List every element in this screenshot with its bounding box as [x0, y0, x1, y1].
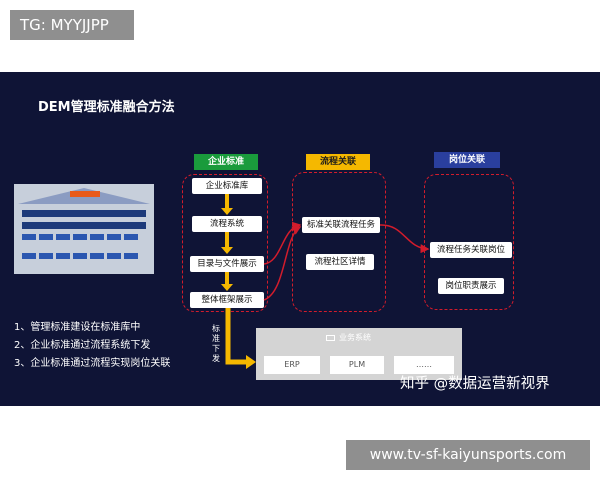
standard-process-task-box: 标准关联流程任务 — [302, 217, 380, 233]
standard-issue-label: 标准下发 — [210, 324, 222, 364]
issue-arrow-head — [246, 355, 256, 369]
top-watermark-tag: TG: MYYJJPP — [10, 10, 134, 40]
list-item: 3、企业标准通过流程实现岗位关联 — [14, 358, 171, 369]
architecture-thumbnail — [14, 184, 154, 274]
vertical-label-char: 准 — [212, 334, 220, 343]
thumbnail-cell — [39, 252, 53, 259]
thumbnail-cell — [107, 252, 121, 259]
framework-display-box: 整体框架展示 — [190, 292, 264, 308]
zhihu-watermark: 知乎 @数据运营新视界 — [400, 376, 550, 392]
thumbnail-cell — [39, 234, 53, 240]
diagram-panel: DEM管理标准融合方法 企业标准 企业标准库 流程系统 目录与文件展示 整体框架… — [0, 72, 600, 406]
arrow-head — [221, 284, 233, 291]
thumbnail-cell — [90, 252, 104, 259]
position-duty-box: 岗位职责展示 — [438, 278, 504, 294]
connector-arrow — [263, 226, 302, 301]
arrow-head — [221, 208, 233, 215]
thumbnail-row — [22, 222, 146, 229]
monitor-icon — [326, 334, 335, 341]
position-group — [424, 174, 514, 310]
arrow-shaft — [225, 194, 229, 208]
arrow-shaft — [225, 272, 229, 285]
thumbnail-cell — [73, 252, 87, 259]
thumbnail-cell — [22, 234, 36, 240]
column-header-process: 流程关联 — [306, 154, 370, 170]
vertical-label-char: 发 — [212, 354, 220, 363]
business-system-title: 业务系统 — [339, 333, 371, 342]
system-more: …… — [394, 356, 454, 374]
thumbnail-cell — [56, 234, 70, 240]
thumbnail-cell — [56, 252, 70, 259]
system-plm: PLM — [330, 356, 384, 374]
thumbnail-grid — [22, 234, 146, 268]
thumbnail-cell — [90, 234, 104, 240]
thumbnail-row — [22, 210, 146, 217]
connector-arrow — [263, 221, 302, 265]
thumbnail-cell — [107, 234, 121, 240]
list-item: 2、企业标准通过流程系统下发 — [14, 340, 151, 351]
process-group — [292, 172, 386, 312]
standard-group — [182, 174, 268, 312]
connector-arrow — [379, 224, 430, 254]
bottom-url-tag: www.tv-sf-kaiyunsports.com — [346, 440, 590, 470]
thumbnail-cell — [22, 252, 36, 259]
task-position-box: 流程任务关联岗位 — [430, 242, 512, 258]
diagram-title: DEM管理标准融合方法 — [38, 100, 175, 115]
thumbnail-cell — [73, 234, 87, 240]
connector-lines — [225, 221, 430, 369]
column-header-position: 岗位关联 — [434, 152, 500, 168]
vertical-label-char: 下 — [212, 344, 220, 353]
directory-file-box: 目录与文件展示 — [190, 256, 264, 272]
thumbnail-cell — [124, 252, 138, 259]
process-community-box: 流程社区详情 — [306, 254, 374, 270]
thumbnail-cell — [124, 234, 138, 240]
business-system-header: 业务系统 — [326, 332, 371, 343]
system-erp: ERP — [264, 356, 320, 374]
vertical-label-char: 标 — [212, 324, 220, 333]
standard-library-box: 企业标准库 — [192, 178, 262, 194]
arrow-shaft — [225, 232, 229, 248]
process-system-box: 流程系统 — [192, 216, 262, 232]
thumbnail-tag — [70, 191, 100, 197]
arrow-head — [221, 247, 233, 254]
column-header-standard: 企业标准 — [194, 154, 258, 170]
list-item: 1、管理标准建设在标准库中 — [14, 322, 141, 333]
issue-arrow — [225, 308, 248, 365]
